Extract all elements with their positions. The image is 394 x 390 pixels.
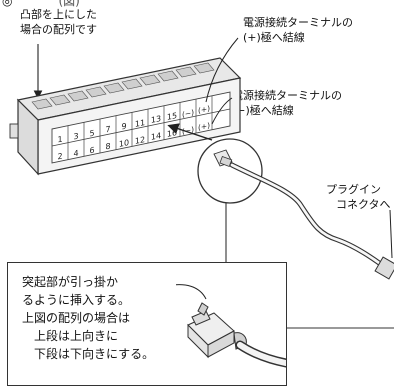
plus-terminal-note-line-1: 電源接続ターミナルの [243, 16, 353, 29]
plugin-connector-end [374, 256, 394, 280]
pin-label-top-9: 9 [121, 121, 126, 132]
connector-housing [9, 57, 242, 176]
detail-zoom-circle [197, 138, 263, 204]
pin-label-bottom-12: 12 [135, 134, 145, 146]
pin-label-top-15: 15 [167, 110, 177, 122]
minus-terminal-note-line-2: (−)極へ結線 [232, 104, 294, 117]
insertion-arrow [167, 123, 213, 141]
pin-label-bottom-10: 10 [119, 137, 129, 149]
plus-terminal-note-line-2: (+)極へ結線 [243, 31, 305, 44]
instruction-line-3: 上図の配列の場合は [22, 311, 131, 325]
plugin-connector-line-2: コネクタへ [336, 198, 391, 211]
pin-label-top-plus: (+) [198, 104, 210, 115]
pin-label-bottom-plus: (+) [198, 121, 210, 132]
instruction-line-5: 下段は下向きにする。 [22, 347, 155, 361]
pin-label-bottom-8: 8 [105, 141, 110, 152]
plus-terminal-leader [205, 37, 239, 103]
corner-label: ◎(図) [2, 0, 80, 8]
terminal-in-circle [213, 149, 233, 167]
orientation-note-line-1: 凸部を上にした [20, 8, 97, 21]
plugin-leader [389, 209, 393, 259]
pin-label-bottom-14: 14 [151, 130, 161, 142]
pin-label-bottom-minus: (−) [182, 125, 194, 136]
pin-label-bottom-6: 6 [89, 145, 94, 156]
pin-label-bottom-16: 16 [167, 127, 177, 139]
terminal-detail-drawing [176, 284, 286, 368]
pin-label-top-3: 3 [73, 131, 78, 142]
orientation-note-line-2: 場合の配列です [20, 23, 97, 36]
pin-label-top-11: 11 [135, 117, 145, 129]
plugin-connector-line-1: プラグイン [326, 183, 381, 196]
instruction-line-1: 突起部が引っ掛か [22, 275, 119, 289]
pin-label-top-minus: (−) [182, 108, 194, 119]
pin-label-top-5: 5 [89, 128, 94, 139]
wire-inner [230, 163, 388, 270]
pin-label-bottom-2: 2 [57, 151, 62, 162]
minus-terminal-note-line-1: 電源接続ターミナルの [232, 89, 342, 102]
top-slots [31, 62, 215, 110]
minus-terminal-leader [211, 97, 233, 125]
pin-label-top-7: 7 [105, 124, 110, 135]
terminal-detail [187, 302, 247, 359]
instruction-box: 突起部が引っ掛か るように挿入する。 上図の配列の場合は 上段は上向きに 下段は… [7, 262, 287, 386]
protrusion-leader [176, 284, 207, 300]
instruction-line-4: 上段は上向きに [22, 329, 119, 343]
instruction-line-2: るように挿入する。 [22, 293, 131, 307]
pin-label-bottom-4: 4 [73, 148, 78, 159]
protrusion-tab [197, 302, 209, 316]
pin-label-top-1: 1 [57, 134, 62, 145]
circle-mark-icon: ◎ [2, 0, 13, 8]
pin-label-top-13: 13 [151, 113, 161, 125]
